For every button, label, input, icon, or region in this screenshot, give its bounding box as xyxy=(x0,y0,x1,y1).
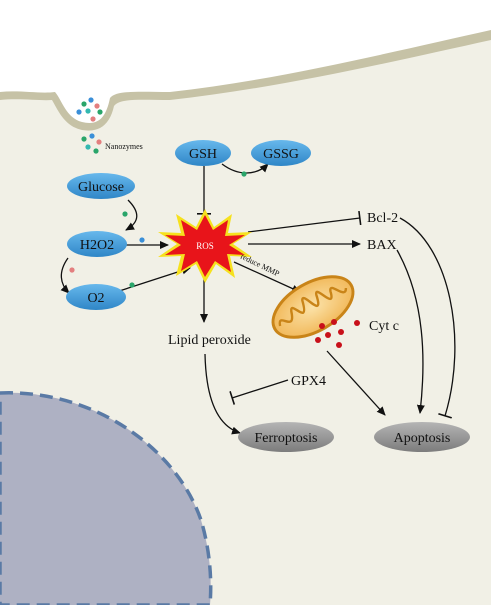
ferroptosis-label: Ferroptosis xyxy=(255,431,318,446)
gsh-node: GSH xyxy=(175,140,231,166)
ferroptosis-node: Ferroptosis xyxy=(238,422,334,452)
apoptosis-label: Apoptosis xyxy=(394,431,451,446)
edge-cytc-apoptosis xyxy=(326,350,386,416)
bcl2-label: Bcl-2 xyxy=(367,211,398,226)
gssg-node: GSSG xyxy=(251,140,311,166)
nanozyme-particles xyxy=(76,97,103,154)
edge-o2-ros xyxy=(109,266,191,295)
edge-bcl2-apoptosis-inhibit xyxy=(399,217,456,419)
glucose-label: Glucose xyxy=(78,180,124,195)
gpx4-label: GPX4 xyxy=(291,374,326,389)
edge-gpx4-ferroptosis-inhibit xyxy=(229,379,289,405)
h2o2-label: H2O2 xyxy=(80,238,114,253)
edge-ros-mito xyxy=(233,261,301,293)
o2-node: O2 xyxy=(66,284,126,310)
ros-label: ROS xyxy=(196,241,214,251)
nanozymes-label: Nanozymes xyxy=(105,142,143,151)
edge-h2o2-o2 xyxy=(60,257,70,294)
pathway-particles xyxy=(69,171,247,288)
apoptosis-node: Apoptosis xyxy=(374,422,470,452)
bax-label: BAX xyxy=(367,238,397,253)
edge-gsh-gssg xyxy=(221,163,269,174)
edge-glucose-h2o2 xyxy=(125,199,138,231)
edge-lipid-ferroptosis xyxy=(204,353,241,435)
nucleus xyxy=(0,391,213,605)
h2o2-node: H2O2 xyxy=(67,231,127,257)
edges xyxy=(60,163,456,435)
ros-burst-icon: ROS xyxy=(158,209,252,283)
o2-label: O2 xyxy=(87,291,104,306)
gsh-label: GSH xyxy=(189,147,217,162)
cytc-dots xyxy=(315,319,360,348)
edge-ros-bcl2-inhibit xyxy=(247,210,362,233)
edge-bax-apoptosis xyxy=(396,249,425,414)
glucose-node: Glucose xyxy=(67,173,135,199)
gssg-label: GSSG xyxy=(263,147,299,162)
lipid-peroxide-label: Lipid peroxide xyxy=(168,333,251,348)
cytc-label: Cyt c xyxy=(369,319,399,334)
